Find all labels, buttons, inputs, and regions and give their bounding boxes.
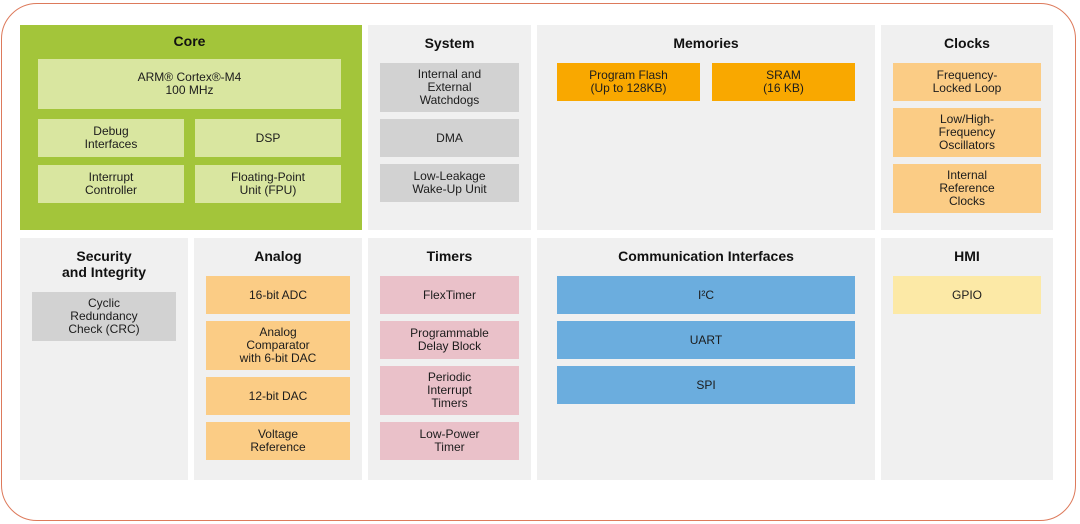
block-low-power-timer: Low-Power Timer (380, 422, 519, 460)
section-communication-interfaces: Communication Interfaces I²C UART SPI (537, 238, 875, 480)
section-system-title: System (424, 35, 475, 51)
section-system: System Internal and External Watchdogs D… (368, 25, 531, 230)
memories-blocks: Program Flash (Up to 128KB) SRAM (16 KB) (557, 63, 855, 101)
security-blocks: Cyclic Redundancy Check (CRC) (32, 292, 176, 341)
block-frequency-locked-loop: Frequency- Locked Loop (893, 63, 1041, 101)
section-hmi-title: HMI (954, 248, 980, 264)
comm-blocks: I²C UART SPI (557, 276, 855, 404)
block-periodic-interrupt-timers: Periodic Interrupt Timers (380, 366, 519, 415)
block-fpu: Floating-Point Unit (FPU) (195, 165, 341, 203)
block-debug-interfaces: Debug Interfaces (38, 119, 184, 157)
clocks-blocks: Frequency- Locked Loop Low/High- Frequen… (893, 63, 1041, 213)
section-comm-title: Communication Interfaces (618, 248, 794, 264)
block-gpio: GPIO (893, 276, 1041, 314)
section-timers-title: Timers (426, 248, 473, 264)
section-timers: Timers FlexTimer Programmable Delay Bloc… (368, 238, 531, 480)
block-arm-cortex-m4: ARM® Cortex®-M4 100 MHz (38, 59, 341, 109)
hmi-blocks: GPIO (893, 276, 1041, 314)
block-interrupt-controller: Interrupt Controller (38, 165, 184, 203)
block-analog-comparator: Analog Comparator with 6-bit DAC (206, 321, 350, 370)
timers-blocks: FlexTimer Programmable Delay Block Perio… (380, 276, 519, 460)
section-security-title: Security and Integrity (61, 248, 146, 280)
block-sram: SRAM (16 KB) (712, 63, 855, 101)
analog-blocks: 16-bit ADC Analog Comparator with 6-bit … (206, 276, 350, 460)
section-clocks-title: Clocks (944, 35, 990, 51)
section-core: Core ARM® Cortex®-M4 100 MHz Debug Inter… (20, 25, 362, 230)
block-dsp: DSP (195, 119, 341, 157)
section-memories: Memories Program Flash (Up to 128KB) SRA… (537, 25, 875, 230)
block-programmable-delay-block: Programmable Delay Block (380, 321, 519, 359)
block-12bit-dac: 12-bit DAC (206, 377, 350, 415)
section-memories-title: Memories (673, 35, 739, 51)
block-spi: SPI (557, 366, 855, 404)
block-uart: UART (557, 321, 855, 359)
section-hmi: HMI GPIO (881, 238, 1053, 480)
block-oscillators: Low/High- Frequency Oscillators (893, 108, 1041, 157)
block-i2c: I²C (557, 276, 855, 314)
block-watchdogs: Internal and External Watchdogs (380, 63, 519, 112)
section-clocks: Clocks Frequency- Locked Loop Low/High- … (881, 25, 1053, 230)
block-16bit-adc: 16-bit ADC (206, 276, 350, 314)
section-security-and-integrity: Security and Integrity Cyclic Redundancy… (20, 238, 188, 480)
section-analog-title: Analog (254, 248, 302, 264)
diagram-grid: Core ARM® Cortex®-M4 100 MHz Debug Inter… (20, 25, 1053, 480)
block-crc: Cyclic Redundancy Check (CRC) (32, 292, 176, 341)
section-analog: Analog 16-bit ADC Analog Comparator with… (194, 238, 362, 480)
block-internal-reference-clocks: Internal Reference Clocks (893, 164, 1041, 213)
block-program-flash: Program Flash (Up to 128KB) (557, 63, 700, 101)
block-low-leakage-wakeup: Low-Leakage Wake-Up Unit (380, 164, 519, 202)
section-core-title: Core (173, 33, 206, 49)
core-sub-grid: Debug Interfaces DSP Interrupt Controlle… (38, 119, 341, 203)
system-blocks: Internal and External Watchdogs DMA Low-… (380, 63, 519, 202)
block-dma: DMA (380, 119, 519, 157)
block-flextimer: FlexTimer (380, 276, 519, 314)
block-voltage-reference: Voltage Reference (206, 422, 350, 460)
